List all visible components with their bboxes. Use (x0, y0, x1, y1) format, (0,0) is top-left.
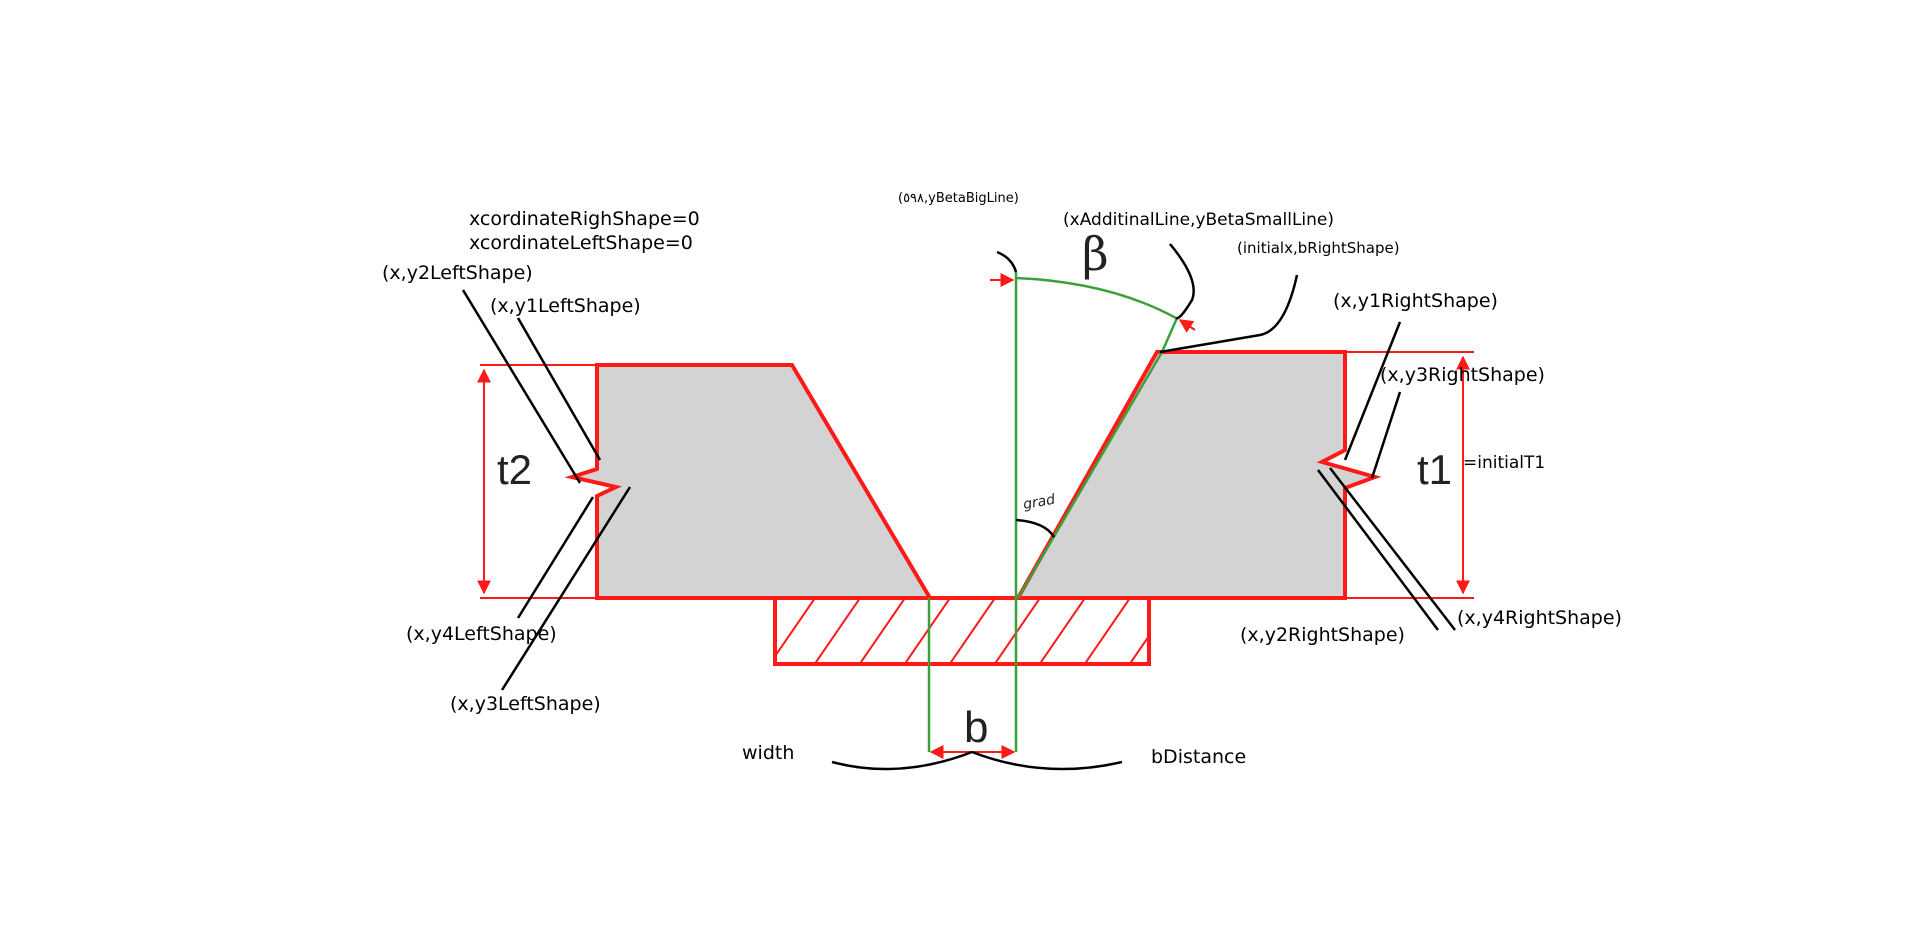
backing-hatch (775, 598, 1149, 664)
right-plate (1014, 350, 1382, 600)
label-beta: β (1082, 227, 1109, 281)
label-y2-left: (x,y2LeftShape) (382, 262, 533, 284)
label-t1: t1 (1417, 446, 1452, 493)
label-beta-small-line: (xAdditinalLine,yBetaSmallLine) (1063, 210, 1334, 230)
leader-lines (461, 243, 1456, 771)
label-b: b (964, 703, 988, 752)
label-initial-x: (initialx,bRightShape) (1237, 239, 1400, 257)
label-y4-right: (x,y4RightShape) (1457, 607, 1622, 629)
backing-strip (773, 596, 1151, 666)
label-y1-right: (x,y1RightShape) (1333, 290, 1498, 312)
label-y4-left: (x,y4LeftShape) (406, 623, 557, 645)
label-xcoord-right: xcordinateRighShape=0 (469, 208, 700, 230)
label-grad: grad (1022, 492, 1057, 513)
label-b-distance: bDistance (1151, 746, 1246, 768)
beta-arc (1015, 276, 1177, 320)
label-y3-left: (x,y3LeftShape) (450, 693, 601, 715)
left-plate (564, 363, 934, 600)
label-y2-right: (x,y2RightShape) (1240, 624, 1405, 646)
label-beta-big-line: (٥٩٨,yBetaBigLine) (898, 191, 1019, 206)
green-guides (927, 272, 1179, 752)
label-initial-t1: =initialT1 (1463, 453, 1545, 473)
label-t2: t2 (497, 446, 532, 493)
label-xcoord-left: xcordinateLeftShape=0 (469, 232, 693, 254)
grad-arc (1015, 518, 1056, 538)
label-y3-right: (x,y3RightShape) (1380, 364, 1545, 386)
label-y1-left: (x,y1LeftShape) (490, 295, 641, 317)
beta-arrow-right (1178, 319, 1196, 333)
dimension-extensions (480, 351, 1474, 599)
label-width: width (742, 742, 794, 764)
